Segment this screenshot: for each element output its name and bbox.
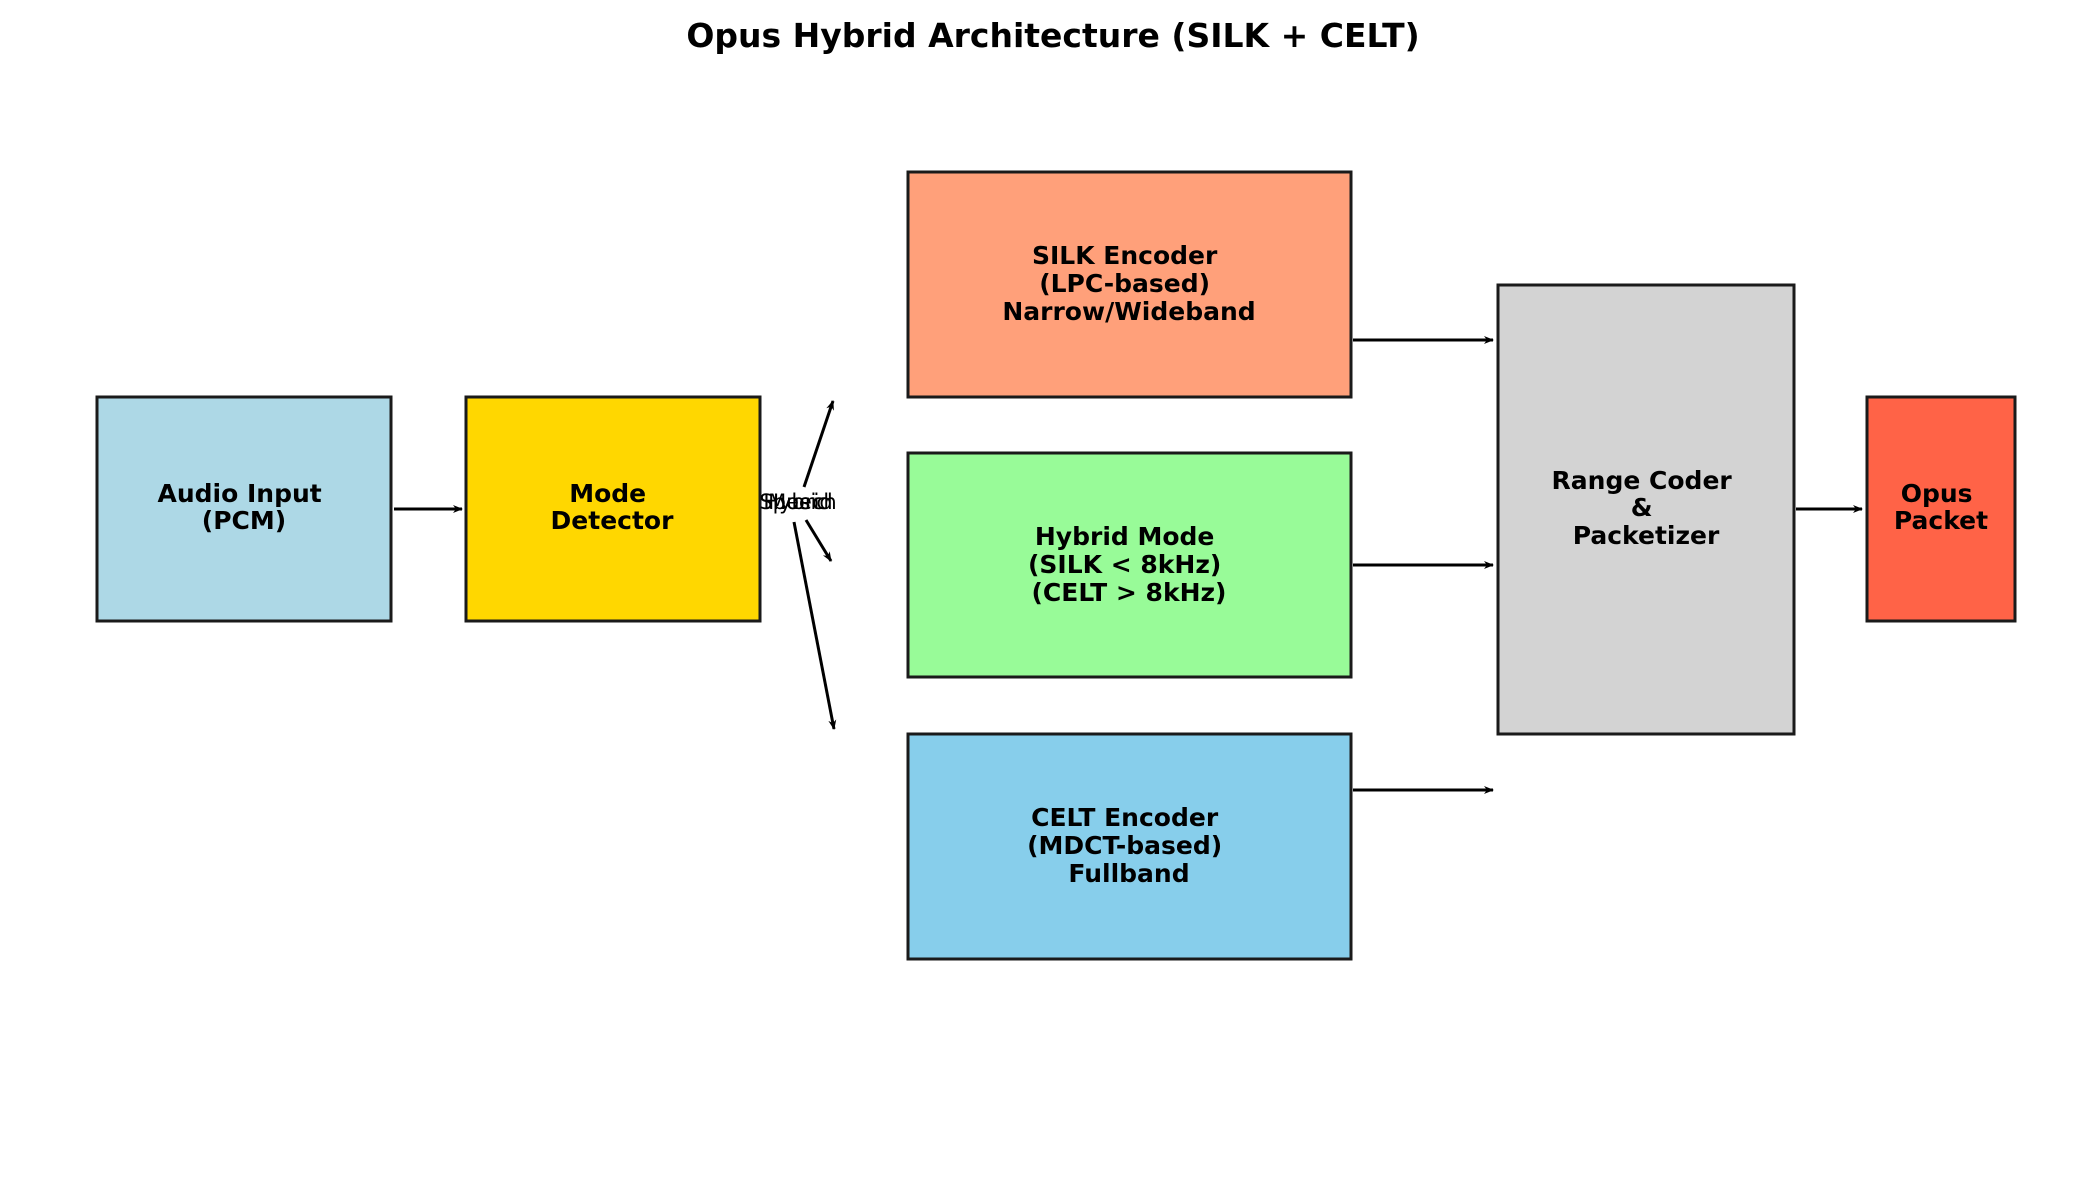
mode-detector-node: Mode Detector [464,395,762,623]
edge-label-hybrid: Hybrid [763,490,832,514]
arrow-detector-to-hybrid [804,519,833,562]
silk-encoder-label: SILK Encoder (LPC-based) Narrow/Wideband [1002,241,1255,326]
audio-input-box [95,395,393,623]
range-coder-node: Range Coder & Packetizer [1496,283,1796,736]
silk-encoder-node: SILK Encoder (LPC-based) Narrow/Wideband [906,170,1353,399]
celt-encoder-box [906,732,1353,961]
arrow-detector-to-silk [802,400,835,488]
mode-detector-box [464,395,762,623]
range-coder-label: Range Coder & Packetizer [1552,466,1741,550]
celt-encoder-node: CELT Encoder (MDCT-based) Fullband [906,732,1353,961]
opus-packet-label: Opus Packet [1894,479,1988,535]
celt-encoder-label: CELT Encoder (MDCT-based) Fullband [1027,803,1231,888]
opus-packet-node: Opus Packet [1865,395,2017,623]
edge-label-music: Music [768,490,828,514]
range-coder-box [1496,283,1796,736]
silk-encoder-box [906,170,1353,399]
opus-packet-box [1865,395,2017,623]
hybrid-mode-box [906,451,1353,679]
diagram-title: Opus Hybrid Architecture (SILK + CELT) [686,16,1419,55]
audio-input-node: Audio Input (PCM) [95,395,393,623]
audio-input-label: Audio Input (PCM) [158,479,331,535]
hybrid-mode-node: Hybrid Mode (SILK < 8kHz) (CELT > 8kHz) [906,451,1353,679]
mode-detector-label: Mode Detector [551,479,675,535]
hybrid-mode-label: Hybrid Mode (SILK < 8kHz) (CELT > 8kHz) [1028,522,1230,607]
edge-label-speech: Speech [759,490,836,514]
arrow-detector-to-celt [792,521,837,730]
